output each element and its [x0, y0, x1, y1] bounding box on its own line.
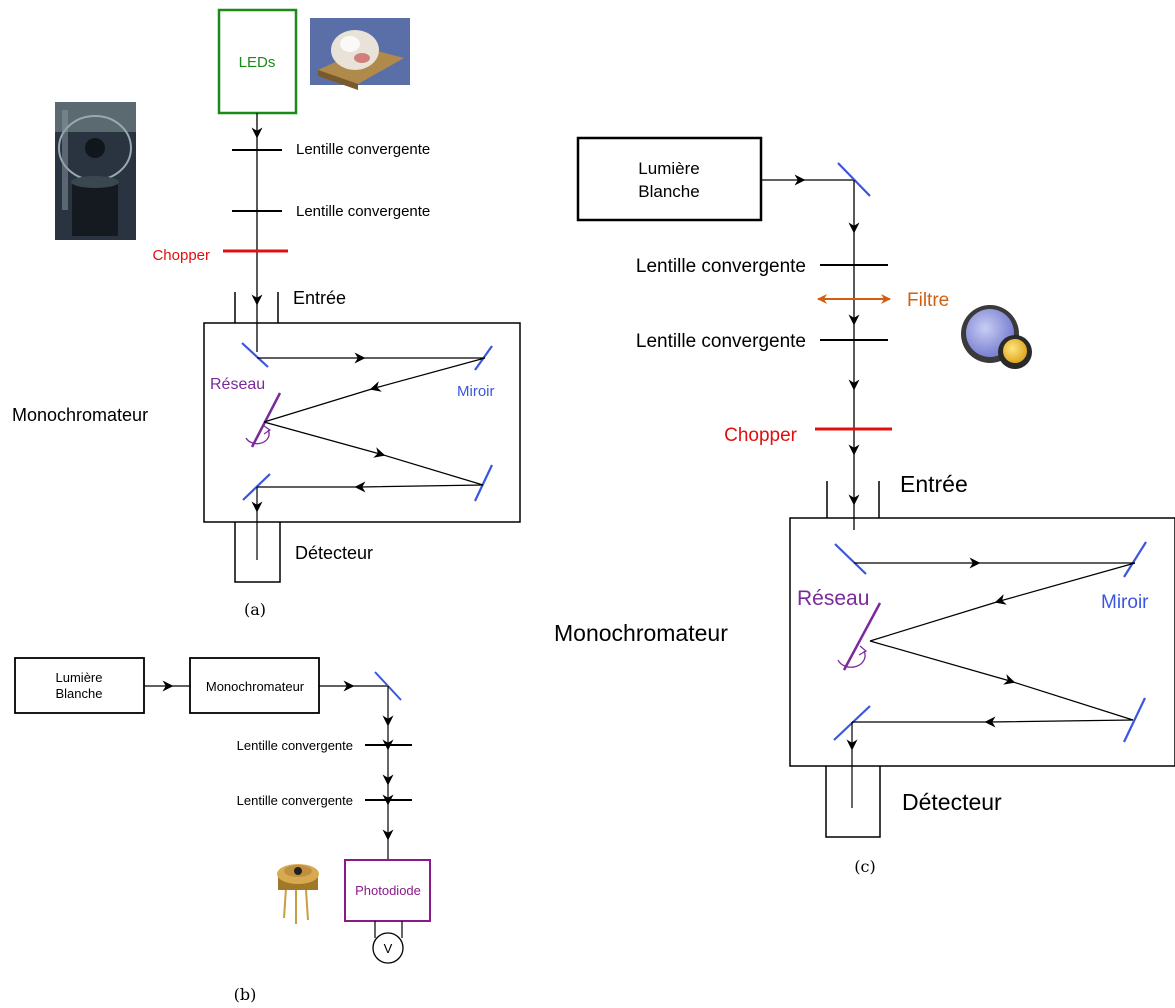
detector-c-label: Détecteur	[902, 789, 1002, 815]
lens-c-2-label: Lentille convergente	[636, 331, 806, 352]
lens-2-label: Lentille convergente	[296, 203, 430, 220]
monochromator-box-c	[789, 517, 1175, 767]
white-light-box-c	[576, 136, 763, 222]
mirror-c-label: Miroir	[1101, 592, 1149, 613]
entrance-c-label: Entrée	[900, 471, 968, 497]
white-light-label-c-2: Blanche	[638, 182, 699, 201]
panel-b: Lumière Blanche Monochromateur Lentille …	[14, 657, 431, 1004]
lens-1-label: Lentille convergente	[296, 141, 430, 158]
voltmeter	[372, 932, 404, 964]
panel-c: Lumière Blanche Lentille convergente Fil…	[554, 136, 1175, 876]
monochromator-c-label: Monochromateur	[554, 620, 728, 646]
monochromator-label-b: Monochromateur	[206, 679, 305, 694]
caption-b: (b)	[234, 985, 257, 1004]
panel-a: LEDs Lentille convergente Lentil	[12, 8, 521, 619]
chopper-label: Chopper	[152, 247, 210, 264]
white-light-label-1: Lumière	[56, 670, 103, 685]
led-source-label: LEDs	[239, 54, 276, 71]
grating	[250, 392, 282, 448]
grating-c-label: Réseau	[797, 587, 869, 610]
detector-c	[825, 766, 881, 838]
white-light-label-c-1: Lumière	[638, 159, 699, 178]
entrance-label: Entrée	[293, 288, 346, 308]
filter-photo	[961, 305, 1032, 369]
grating-c	[842, 602, 882, 671]
grating-label: Réseau	[210, 376, 265, 393]
mirror-label: Miroir	[457, 383, 495, 400]
detector	[234, 522, 281, 583]
caption-a: (a)	[244, 600, 266, 619]
lens-b-2-label: Lentille convergente	[237, 793, 353, 808]
chopper-photo	[55, 102, 136, 240]
white-light-label-2: Blanche	[56, 686, 103, 701]
photodiode-label: Photodiode	[355, 883, 421, 898]
photodiode-photo	[277, 864, 319, 924]
filter-label: Filtre	[907, 290, 949, 311]
detector-label: Détecteur	[295, 543, 373, 563]
chopper-c-label: Chopper	[724, 425, 798, 446]
monochromator-label: Monochromateur	[12, 405, 148, 425]
voltmeter-label: V	[384, 941, 393, 956]
lens-c-1-label: Lentille convergente	[636, 256, 806, 277]
caption-c: (c)	[854, 857, 875, 876]
led-photo	[310, 18, 410, 90]
monochromator-box	[203, 322, 521, 523]
lens-b-1-label: Lentille convergente	[237, 738, 353, 753]
photodiode-box	[344, 859, 431, 922]
